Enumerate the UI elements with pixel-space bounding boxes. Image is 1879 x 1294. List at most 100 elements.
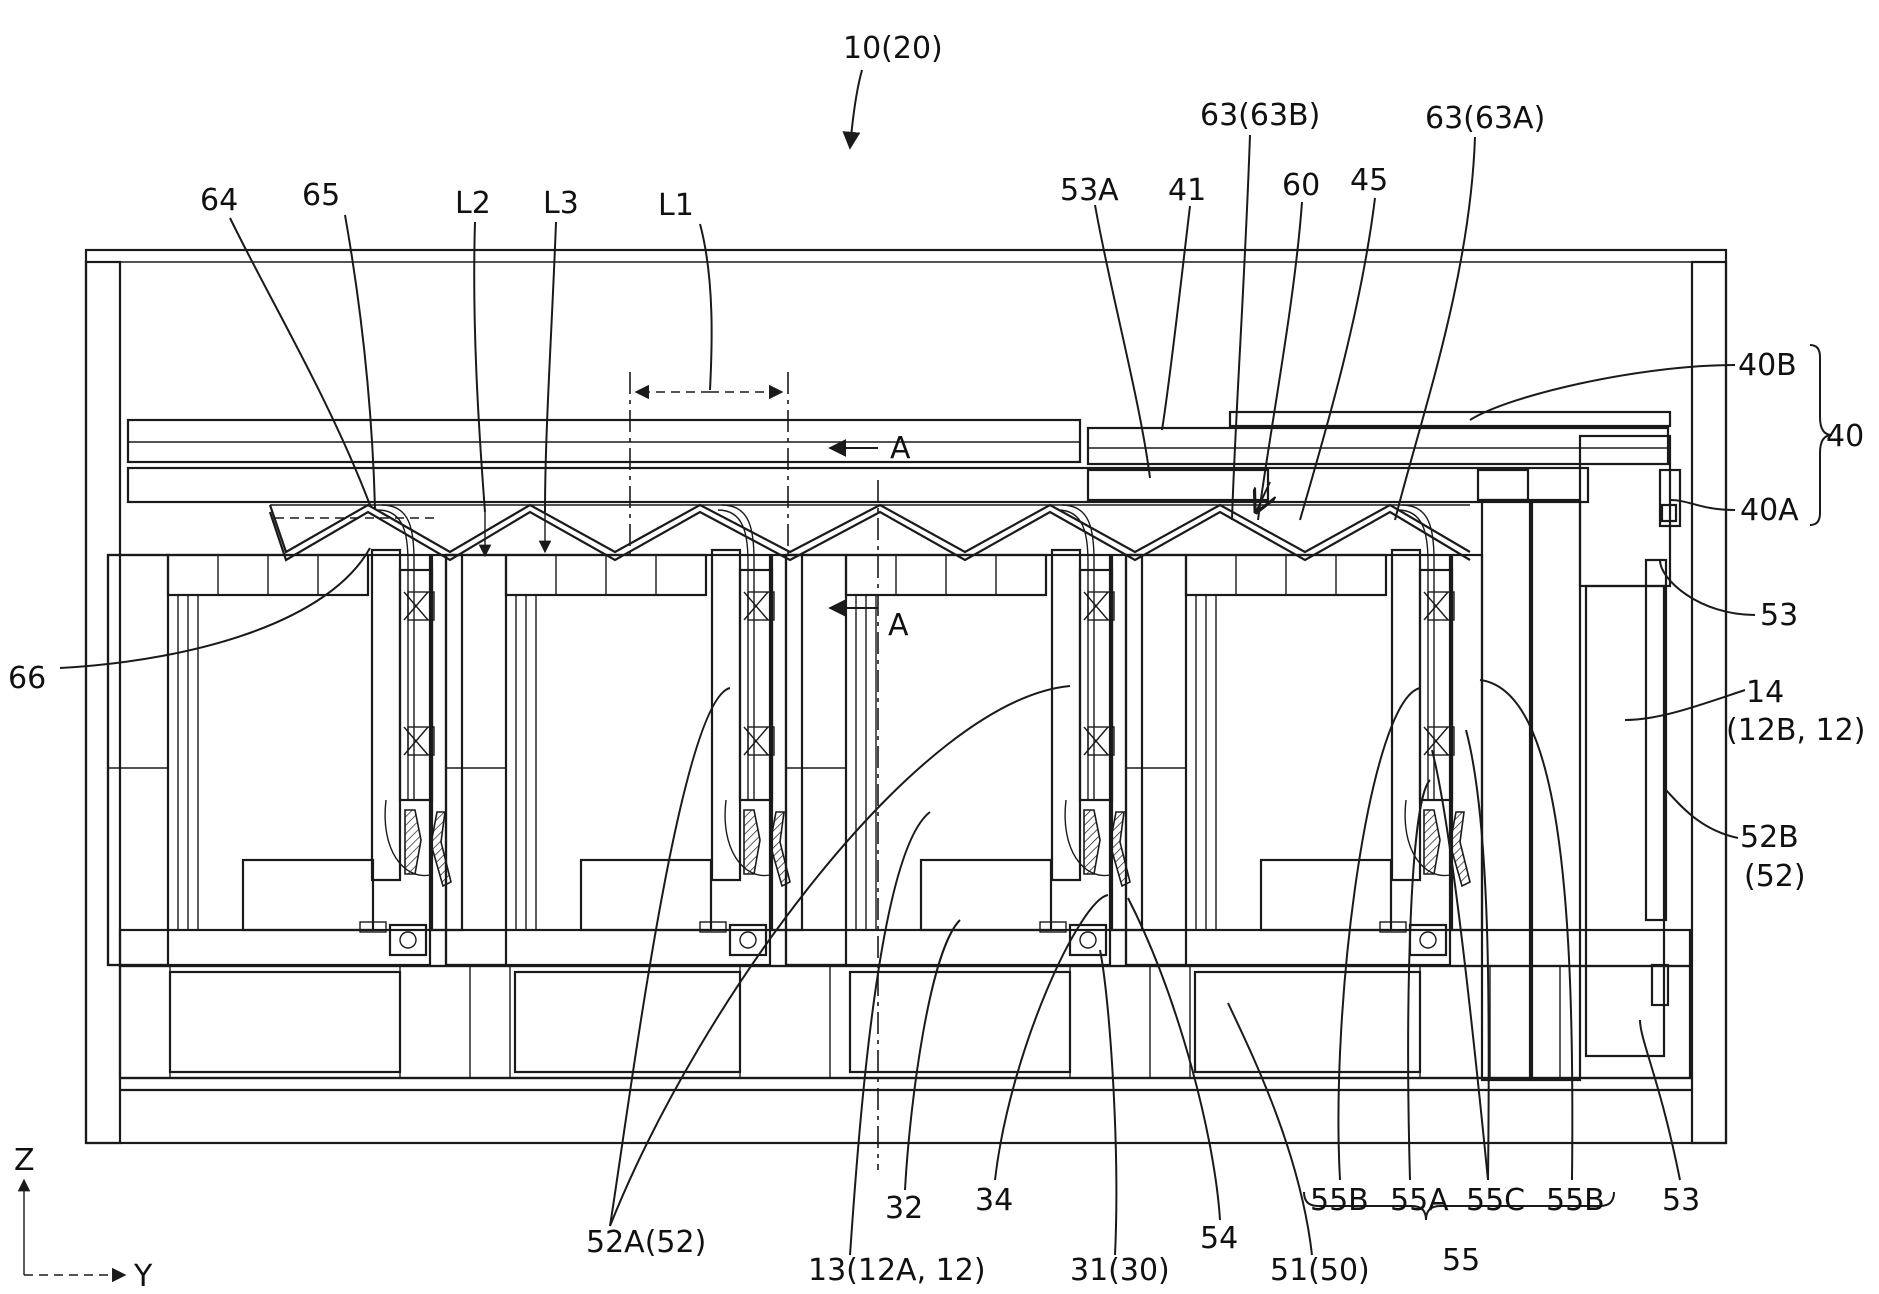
label-40: 40 (1826, 419, 1864, 454)
cell-2-left-wall (446, 555, 506, 965)
leader-55C-b (1466, 730, 1489, 1180)
lower-rail (120, 930, 1690, 966)
label-52B: 52B (1740, 820, 1799, 855)
label-L2: L2 (455, 186, 491, 221)
label-66: 66 (8, 661, 46, 696)
label-54: 54 (1200, 1221, 1238, 1256)
label-31: 31(30) (1070, 1253, 1170, 1288)
cell-3-floor-block (921, 860, 1051, 930)
label-45: 45 (1350, 163, 1388, 198)
label-55C: 55C (1466, 1183, 1525, 1218)
leader-66 (60, 548, 370, 668)
label-65: 65 (302, 178, 340, 213)
leader-13 (850, 812, 930, 1255)
label-63B: 63(63B) (1200, 98, 1320, 133)
base-pocket-1 (170, 972, 400, 1072)
cell-2-bearing-housing (740, 570, 772, 800)
section-mark-lower: A (888, 608, 909, 643)
right-column-2 (1532, 500, 1580, 1080)
leader-53r (1660, 560, 1755, 615)
label-63A: 63(63A) (1425, 101, 1545, 136)
leader-34 (995, 895, 1108, 1180)
leader-lines (60, 135, 1755, 1255)
upper-beam (128, 468, 1588, 502)
leader-51 (1228, 1003, 1312, 1255)
leader-54 (1128, 898, 1220, 1220)
base-pocket-3 (850, 972, 1070, 1072)
cover-rail-left (128, 420, 1080, 462)
label-12B: (12B, 12) (1726, 713, 1865, 748)
label-assembly: 10(20) (843, 31, 943, 66)
label-14: 14 (1746, 675, 1784, 710)
cell-1-outline (108, 555, 430, 965)
cell-3-seal-left (1084, 810, 1100, 874)
cell-4-seal-left (1424, 810, 1440, 874)
leader-63A (1395, 137, 1475, 520)
leader-65 (345, 215, 375, 508)
cell-1-seal-left (405, 810, 421, 874)
label-64: 64 (200, 183, 238, 218)
label-32: 32 (885, 1191, 923, 1226)
base-pocket-2 (515, 972, 740, 1072)
cell-4-floor-block (1261, 860, 1391, 930)
membrane-upper (270, 505, 1470, 552)
leader-45 (1300, 198, 1375, 520)
cell-1-roller-axle (400, 932, 416, 948)
leader-41 (1162, 206, 1190, 430)
cell-2-wire-inner (718, 510, 748, 800)
leader-53A (1095, 205, 1150, 478)
axis-label-y: Y (133, 1259, 153, 1294)
cell-4-roller-axle (1420, 932, 1436, 948)
label-52B-paren: (52) (1744, 859, 1806, 894)
label-55B-right: 55B (1546, 1183, 1605, 1218)
label-55A: 55A (1390, 1183, 1449, 1218)
block-53A (1088, 470, 1268, 500)
label-34: 34 (975, 1183, 1013, 1218)
label-52A: 52A(52) (586, 1225, 706, 1260)
top-cover-assembly (128, 412, 1680, 1080)
cell-4-left-wall (1126, 555, 1186, 965)
label-53A: 53A (1060, 173, 1119, 208)
cell-3-roller-axle (1080, 932, 1096, 948)
cell-3-outline (786, 555, 1110, 965)
section-mark-upper: A (890, 431, 911, 466)
base-trough (120, 966, 1690, 1078)
block-45 (1478, 470, 1528, 500)
assembly-arrow (850, 70, 862, 148)
cell-2-roller-axle (740, 932, 756, 948)
cell-2-seal-left (744, 810, 760, 874)
label-55: 55 (1442, 1243, 1480, 1278)
label-53-bottom: 53 (1662, 1183, 1700, 1218)
cell-4-outline (1126, 555, 1450, 965)
leader-52B (1666, 790, 1738, 838)
label-40B: 40B (1738, 348, 1797, 383)
cell-2-outline (446, 555, 770, 965)
label-53-right: 53 (1760, 598, 1798, 633)
leader-32 (905, 920, 960, 1190)
leader-53b (1640, 1020, 1680, 1180)
label-L3: L3 (543, 186, 579, 221)
cell-blocks (108, 505, 1690, 1078)
label-55B-left: 55B (1310, 1183, 1369, 1218)
block-40A (1580, 436, 1670, 586)
cell-3-bearing-housing (1080, 570, 1112, 800)
label-41: 41 (1168, 173, 1206, 208)
cell-1-seal-right (431, 812, 451, 886)
leader-31 (1100, 950, 1116, 1255)
top-membrane-zigzag (270, 505, 1470, 560)
housing-outline (86, 250, 1726, 1143)
label-40A: 40A (1740, 493, 1799, 528)
label-L1: L1 (658, 188, 694, 223)
cell-1-floor-block (243, 860, 373, 930)
cell-1-left-wall (108, 555, 168, 965)
cover-40B (1230, 412, 1670, 426)
label-13: 13(12A, 12) (808, 1253, 986, 1288)
cell-1-bearing-housing (400, 570, 432, 800)
cell-1-wire-inner (378, 510, 408, 800)
cell-4-wire-inner (1398, 510, 1428, 800)
fitting-53-bottom (1652, 965, 1668, 1005)
axis-label-z: Z (14, 1143, 35, 1178)
label-60: 60 (1282, 168, 1320, 203)
base-pocket-4 (1195, 972, 1420, 1072)
